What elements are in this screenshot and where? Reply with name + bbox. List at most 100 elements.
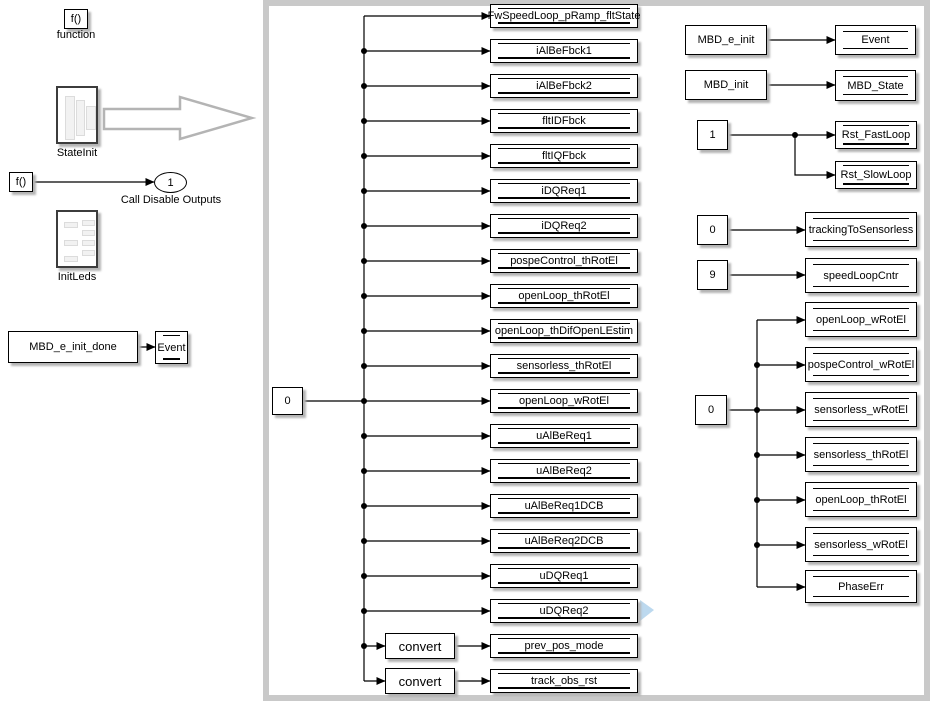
function-caller-caption: function — [56, 29, 96, 41]
constant-label: 0 — [709, 224, 716, 236]
subsystem-preview — [82, 240, 95, 246]
mbd-init-block[interactable]: MBD_init — [685, 70, 767, 100]
data-store-row[interactable]: pospeControl_wRotEl — [805, 347, 917, 382]
data-store-label: speedLoopCntr — [823, 269, 899, 282]
subsystem-preview — [82, 230, 95, 236]
constant-zero-a-block[interactable]: 0 — [697, 215, 728, 245]
outport-caption: Call Disable Outputs — [120, 194, 222, 206]
mbd-e-init-block[interactable]: MBD_e_init — [685, 25, 767, 55]
subsystem-preview — [64, 240, 78, 246]
data-store-label: sensorless_wRotEl — [814, 403, 908, 416]
data-store-label: trackingToSensorless — [808, 223, 914, 236]
data-store-row[interactable]: openLoop_wRotEl — [805, 302, 917, 337]
data-store-row[interactable]: FwSpeedLoop_pRamp_fltState — [487, 4, 641, 28]
data-store-label: Event — [861, 34, 890, 46]
disable-caller-block[interactable]: f() — [9, 172, 33, 192]
convert-label: convert — [398, 638, 442, 654]
mbd-e-init-done-label: MBD_e_init_done — [29, 341, 117, 353]
constant-zero-b-block[interactable]: 0 — [695, 395, 727, 425]
outport-number: 1 — [167, 176, 174, 189]
data-store-label: fltIDFbck — [542, 115, 586, 127]
data-store-label: iAlBeFbck2 — [536, 80, 592, 92]
data-store-label: sensorless_thRotEl — [516, 360, 612, 372]
constant-nine-block[interactable]: 9 — [697, 260, 728, 290]
subsystem-preview — [82, 220, 95, 226]
data-store-label: track_obs_rst — [530, 675, 598, 687]
data-store-row[interactable]: track_obs_rst — [490, 669, 638, 693]
convert-block[interactable]: convert — [385, 633, 455, 659]
data-store-row[interactable]: iDQReq1 — [490, 179, 638, 203]
big-hollow-arrow-icon — [102, 95, 257, 141]
data-store-label: pospeControl_thRotEl — [510, 255, 618, 267]
outport-block[interactable]: 1 — [154, 172, 187, 193]
data-store-event[interactable]: Event — [835, 25, 916, 55]
data-store-label: uDQReq2 — [539, 605, 589, 617]
data-store-row[interactable]: sensorless_thRotEl — [490, 354, 638, 378]
data-store-label: Rst_FastLoop — [841, 129, 911, 141]
data-store-row[interactable]: openLoop_thRotEl — [490, 284, 638, 308]
constant-label: 1 — [709, 129, 716, 141]
data-store-label: uAlBeReq1 — [536, 430, 592, 442]
data-store-row[interactable]: sensorless_wRotEl — [805, 527, 917, 562]
data-store-row[interactable]: pospeControl_thRotEl — [490, 249, 638, 273]
data-store-row[interactable]: iDQReq2 — [490, 214, 638, 238]
data-store-speedloopcntr[interactable]: speedLoopCntr — [805, 258, 917, 293]
data-store-mbd-state[interactable]: MBD_State — [835, 70, 916, 101]
data-store-label: FwSpeedLoop_pRamp_fltState — [487, 10, 641, 22]
convert-block[interactable]: convert — [385, 668, 455, 694]
data-store-label: sensorless_wRotEl — [814, 538, 908, 551]
data-store-label: iDQReq1 — [541, 185, 587, 197]
data-store-row[interactable]: openLoop_wRotEl — [490, 389, 638, 413]
data-store-label: fltIQFbck — [541, 150, 586, 162]
stateinit-caption: StateInit — [56, 147, 98, 159]
subsystem-preview — [86, 106, 96, 130]
source-label: MBD_init — [703, 79, 749, 91]
data-store-row[interactable]: uDQReq2 — [490, 599, 638, 623]
subsystem-preview — [64, 222, 78, 228]
function-caller-block[interactable]: f() — [64, 9, 88, 29]
data-store-rst-fastloop[interactable]: Rst_FastLoop — [835, 121, 917, 149]
data-store-label: iDQReq2 — [541, 220, 587, 232]
data-store-row[interactable]: uAlBeReq1DCB — [490, 494, 638, 518]
data-store-row[interactable]: sensorless_wRotEl — [805, 392, 917, 427]
data-store-label: openLoop_wRotEl — [519, 395, 609, 407]
data-store-row[interactable]: uAlBeReq2DCB — [490, 529, 638, 553]
data-store-label: uAlBeReq2 — [536, 465, 592, 477]
data-store-label: prev_pos_mode — [524, 640, 604, 652]
data-store-row[interactable]: prev_pos_mode — [490, 634, 638, 658]
data-store-row[interactable]: iAlBeFbck2 — [490, 74, 638, 98]
data-store-row[interactable]: uAlBeReq1 — [490, 424, 638, 448]
data-store-row[interactable]: fltIQFbck — [490, 144, 638, 168]
data-store-tracking[interactable]: trackingToSensorless — [805, 212, 917, 247]
data-store-row[interactable]: PhaseErr — [805, 570, 917, 603]
constant-label: 0 — [707, 404, 715, 416]
data-store-row[interactable]: openLoop_thRotEl — [805, 482, 917, 517]
data-store-label: Rst_SlowLoop — [840, 169, 912, 181]
data-store-label: openLoop_thDifOpenLEstim — [494, 325, 634, 337]
subsystem-preview — [64, 256, 78, 262]
subsystem-preview — [65, 96, 75, 140]
constant-zero-block[interactable]: 0 — [272, 387, 303, 415]
data-store-row[interactable]: iAlBeFbck1 — [490, 39, 638, 63]
data-store-row[interactable]: uDQReq1 — [490, 564, 638, 588]
initleds-caption: InitLeds — [57, 271, 97, 283]
data-store-label: MBD_State — [847, 79, 904, 92]
data-store-label: sensorless_thRotEl — [813, 448, 909, 461]
mbd-e-init-done-block[interactable]: MBD_e_init_done — [8, 331, 138, 363]
data-store-label: uAlBeReq1DCB — [524, 500, 604, 512]
data-store-row[interactable]: openLoop_thDifOpenLEstim — [490, 319, 638, 343]
data-store-rst-slowloop[interactable]: Rst_SlowLoop — [835, 161, 917, 189]
subsystem-preview — [76, 100, 85, 136]
stateinit-subsystem-block[interactable] — [56, 86, 98, 144]
data-store-row[interactable]: uAlBeReq2 — [490, 459, 638, 483]
constant-one-block[interactable]: 1 — [697, 120, 728, 150]
function-caller-label: f() — [70, 13, 82, 25]
data-store-row[interactable]: sensorless_thRotEl — [805, 437, 917, 472]
initleds-subsystem-block[interactable] — [56, 210, 98, 268]
data-store-row[interactable]: fltIDFbck — [490, 109, 638, 133]
constant-label: 9 — [709, 269, 716, 281]
data-store-label: uDQReq1 — [539, 570, 589, 582]
data-store-label: uAlBeReq2DCB — [524, 535, 604, 547]
data-store-event-left[interactable]: Event — [155, 331, 188, 364]
convert-label: convert — [398, 673, 442, 689]
